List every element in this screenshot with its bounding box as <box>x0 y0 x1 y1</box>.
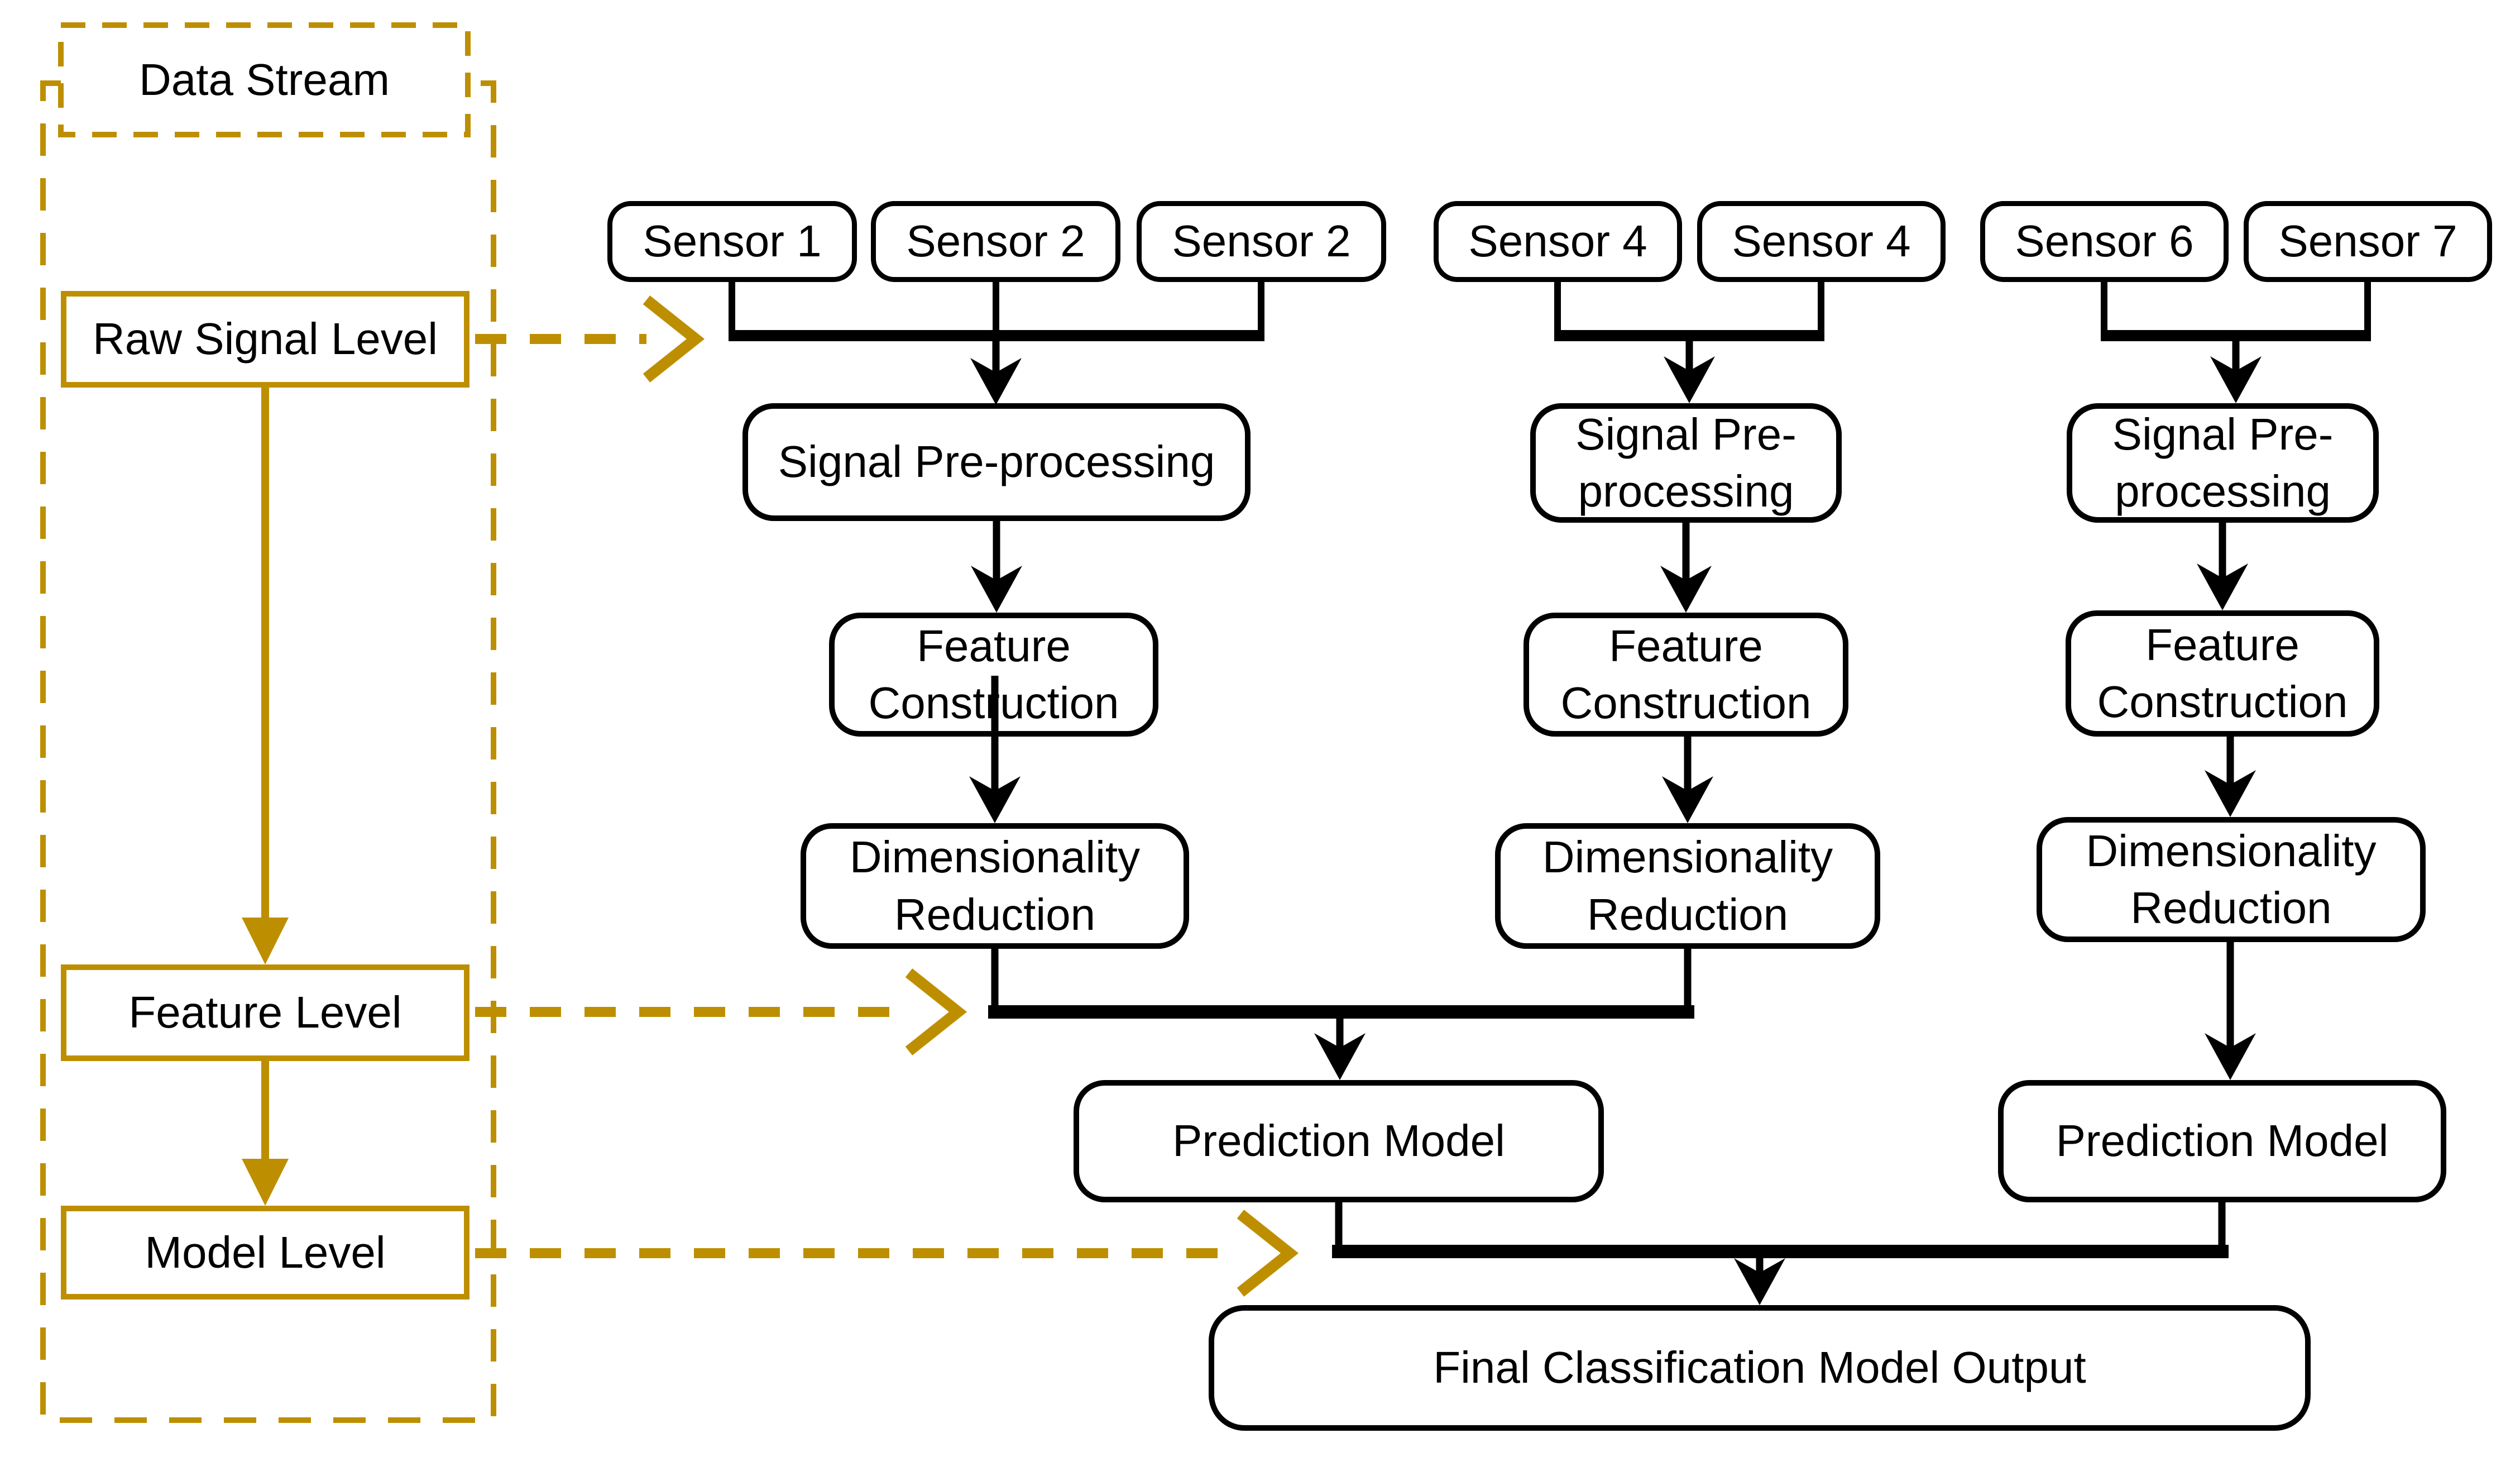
sensor-label: Sensor 4 <box>1732 216 1911 266</box>
sensor-label: Sensor 2 <box>1172 216 1351 266</box>
signal-preprocessing-box-right: Signal Pre-processing <box>2067 403 2379 523</box>
sensor-box-7: Sensor 7 <box>2244 201 2492 282</box>
feature-construction-box-right: Feature Construction <box>2066 610 2379 737</box>
dimensionality-reduction-label: Dimensionality Reduction <box>2086 825 2377 933</box>
sensor-box-3: Sensor 2 <box>1137 201 1386 282</box>
signal-preprocessing-box-middle: Signal Pre-processing <box>1530 403 1842 523</box>
feature-construction-box-middle: Feature Construction <box>1524 613 1848 737</box>
feature-level-label: Feature Level <box>128 987 402 1038</box>
dimensionality-reduction-label: Dimensionality Reduction <box>1542 832 1833 939</box>
raw-signal-level-label: Raw Signal Level <box>92 314 438 364</box>
prediction-model-box-right: Prediction Model <box>1998 1080 2446 1202</box>
model-level-box: Model Level <box>61 1206 469 1300</box>
dimensionality-reduction-box-middle: Dimensionality Reduction <box>1495 823 1880 949</box>
sensor-box-4: Sensor 4 <box>1434 201 1682 282</box>
signal-preprocessing-label: Signal Pre-processing <box>778 437 1215 487</box>
signal-preprocessing-label: Signal Pre-processing <box>1575 409 1796 516</box>
sensor-box-5: Sensor 4 <box>1697 201 1946 282</box>
feature-level-box: Feature Level <box>61 964 469 1061</box>
sensor-label: Sensor 2 <box>906 216 1085 266</box>
sensor-box-1: Sensor 1 <box>607 201 857 282</box>
feature-construction-label: Feature Construction <box>2097 619 2348 727</box>
data-stream-box-outline <box>58 22 471 137</box>
raw-signal-level-box: Raw Signal Level <box>61 291 469 388</box>
prediction-model-label: Prediction Model <box>1172 1116 1505 1166</box>
final-output-box: Final Classification Model Output <box>1209 1305 2311 1431</box>
model-level-label: Model Level <box>145 1227 386 1277</box>
signal-preprocessing-label: Signal Pre-processing <box>2112 409 2334 516</box>
prediction-model-label: Prediction Model <box>2056 1116 2389 1166</box>
feature-construction-label: Feature Construction <box>1560 620 1812 728</box>
final-output-label: Final Classification Model Output <box>1433 1343 2086 1393</box>
data-stream-label-box: Data Stream <box>61 25 468 135</box>
sensor-box-6: Sensor 6 <box>1980 201 2229 282</box>
feature-construction-label: Feature Construction <box>868 620 1119 728</box>
sensor-box-2: Sensor 2 <box>871 201 1120 282</box>
dimensionality-reduction-box-right: Dimensionality Reduction <box>2037 817 2426 942</box>
feature-construction-box-left: Feature Construction <box>829 613 1158 737</box>
dimensionality-reduction-label: Dimensionality Reduction <box>849 832 1141 939</box>
sensor-label: Sensor 7 <box>2278 216 2457 266</box>
prediction-model-box-left: Prediction Model <box>1074 1080 1604 1202</box>
sensor-label: Sensor 6 <box>2015 216 2194 266</box>
sensor-label: Sensor 4 <box>1468 216 1647 266</box>
sensor-label: Sensor 1 <box>643 216 822 266</box>
signal-preprocessing-box-left: Signal Pre-processing <box>742 403 1251 521</box>
dimensionality-reduction-box-left: Dimensionality Reduction <box>801 823 1189 949</box>
data-stream-label: Data Stream <box>138 54 390 104</box>
